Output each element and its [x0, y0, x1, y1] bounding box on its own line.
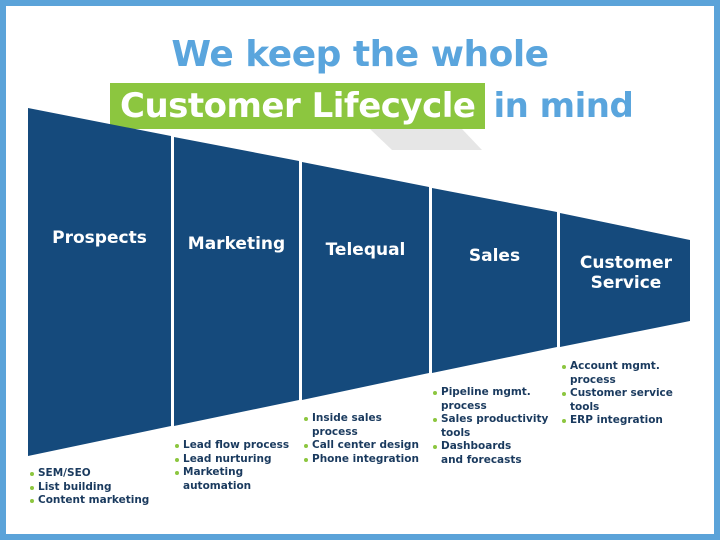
funnel-segment-marketing — [174, 137, 299, 426]
stage-label-sales: Sales — [468, 246, 521, 266]
bullet-item: Lead nurturing — [175, 453, 305, 467]
stage-label-prospects: Prospects — [52, 228, 147, 248]
title-highlight: Customer Lifecycle — [110, 83, 486, 129]
bullet-list-telequal: Inside sales process Call center design … — [304, 412, 430, 466]
funnel-segment-prospects — [28, 108, 171, 456]
bullet-item: Phone integration — [304, 453, 430, 467]
bullet-item: Call center design — [304, 439, 430, 453]
title-line-2: Customer Lifecycle in mind — [110, 83, 634, 129]
bullet-item: SEM/SEO — [30, 467, 170, 481]
bullet-item: Lead flow process — [175, 439, 305, 453]
bullet-list-sales: Pipeline mgmt. process Sales productivit… — [433, 386, 559, 467]
stage-label-telequal: Telequal — [325, 240, 406, 260]
bullet-item: Account mgmt. process — [562, 360, 692, 387]
bullet-item: Inside sales process — [304, 412, 430, 439]
funnel-segment-sales — [432, 188, 557, 373]
bullet-item: ERP integration — [562, 414, 692, 428]
bullet-list-marketing: Lead flow process Lead nurturing Marketi… — [175, 439, 305, 493]
bullet-item: List building — [30, 481, 170, 495]
funnel-segment-customer-service — [560, 213, 690, 347]
bullet-item: Marketing automation — [175, 466, 305, 493]
title-shadow — [370, 129, 482, 150]
funnel-segment-telequal — [302, 162, 429, 400]
bullet-item: Customer service tools — [562, 387, 692, 414]
title-rest: in mind — [493, 86, 634, 126]
stage-label-customer-service: Customer Service — [579, 253, 673, 293]
bullet-list-customer-service: Account mgmt. process Customer service t… — [562, 360, 692, 428]
stage-label-marketing: Marketing — [187, 234, 286, 254]
bullet-item: Content marketing — [30, 494, 170, 508]
bullet-item: Dashboards and forecasts — [433, 440, 533, 467]
bullet-list-prospects: SEM/SEO List building Content marketing — [30, 467, 170, 508]
bullet-item: Pipeline mgmt. process — [433, 386, 559, 413]
title-line-1: We keep the whole — [171, 34, 549, 75]
bullet-item: Sales productivity tools — [433, 413, 559, 440]
